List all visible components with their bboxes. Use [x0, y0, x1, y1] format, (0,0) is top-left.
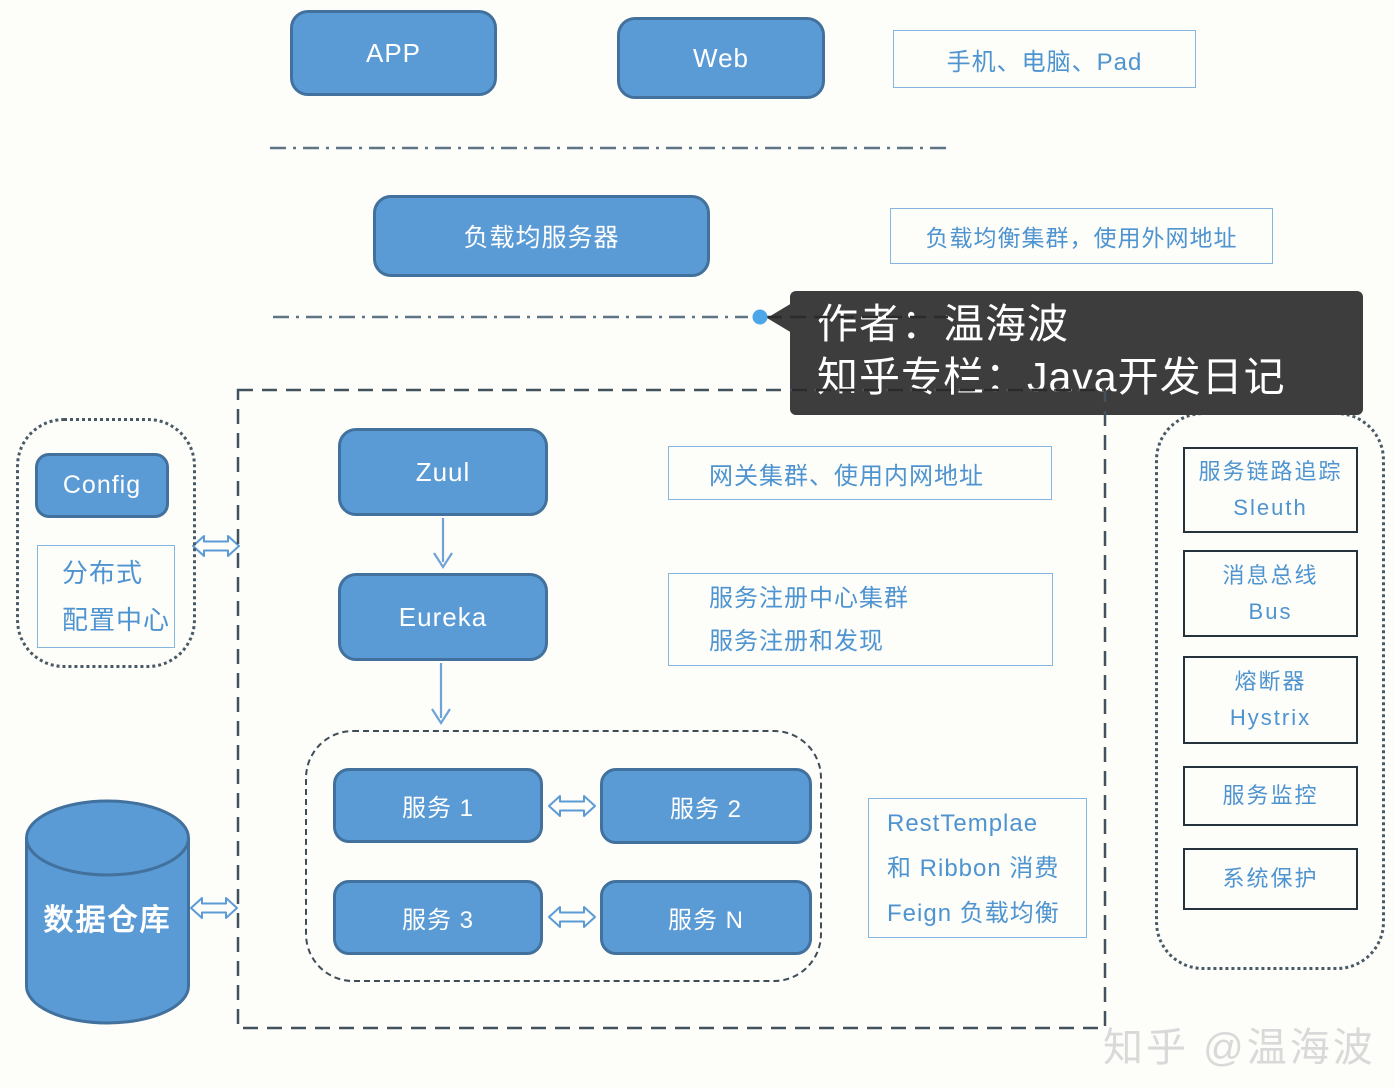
sleuth-box-line2: Sleuth [1233, 495, 1308, 520]
consume-note: RestTemplae 和 Ribbon 消费 Feign 负载均衡 [868, 798, 1087, 938]
service3-box: 服务 3 [333, 880, 543, 955]
eureka-box-label: Eureka [398, 601, 488, 632]
load-balancer-label: 负载均服务器 [463, 224, 620, 252]
config-note: 分布式 配置中心 [37, 545, 175, 648]
system-protect-box: 系统保护 [1183, 848, 1358, 910]
service-monitor-box: 服务监控 [1183, 766, 1358, 826]
arrow-eureka-to-services [431, 663, 451, 726]
bus-box-line1: 消息总线 [1222, 562, 1319, 588]
tooltip-pointer [767, 303, 792, 333]
zuul-box-label: Zuul [415, 456, 471, 487]
author-tooltip-line2: 知乎专栏：Java开发日记 [817, 354, 1286, 400]
zuul-box: Zuul [338, 428, 548, 516]
load-balancer-note-text: 负载均衡集群，使用外网地址 [925, 225, 1238, 251]
hystrix-box-line2: Hystrix [1229, 705, 1312, 730]
registry-note: 服务注册中心集群 服务注册和发现 [668, 573, 1053, 666]
system-protect-label: 系统保护 [1222, 866, 1319, 891]
bus-box-line2: Bus [1248, 598, 1293, 624]
sleuth-box: 服务链路追踪 Sleuth [1183, 447, 1358, 533]
gateway-note: 网关集群、使用内网地址 [668, 446, 1052, 500]
arrow-warehouse-main [190, 897, 238, 919]
consume-note-line2: 和 Ribbon 消费 [887, 854, 1060, 882]
author-tooltip-line1: 作者：温海波 [817, 301, 1069, 347]
app-box-label: APP [365, 37, 422, 68]
service1-box: 服务 1 [333, 768, 543, 843]
warehouse-label: 数据仓库 [43, 904, 172, 937]
serviceN-label: 服务 N [668, 907, 744, 934]
devices-note: 手机、电脑、Pad [893, 30, 1196, 88]
config-note-line1: 分布式 [62, 557, 144, 588]
author-tooltip: 作者：温海波 知乎专栏：Java开发日记 [790, 291, 1363, 415]
web-box-label: Web [693, 42, 749, 73]
arrow-zuul-to-eureka [433, 518, 453, 570]
registry-note-line1: 服务注册中心集群 [709, 584, 909, 612]
sleuth-box-line1: 服务链路追踪 [1198, 459, 1343, 484]
service2-label: 服务 2 [669, 795, 742, 823]
arrow-config-main [192, 535, 240, 557]
gateway-note-text: 网关集群、使用内网地址 [709, 462, 984, 490]
web-box: Web [617, 17, 825, 99]
config-box: Config [35, 453, 169, 518]
hystrix-box: 熔断器 Hystrix [1183, 656, 1358, 744]
zhihu-watermark: 知乎 @温海波 [1103, 1026, 1376, 1070]
bus-box: 消息总线 Bus [1183, 550, 1358, 637]
config-note-line2: 配置中心 [62, 604, 171, 635]
serviceN-box: 服务 N [600, 880, 812, 955]
config-box-label: Config [62, 471, 142, 499]
service2-box: 服务 2 [600, 768, 812, 844]
config-group-outline [16, 418, 196, 668]
registry-note-line2: 服务注册和发现 [709, 627, 884, 655]
app-box: APP [290, 10, 497, 96]
service-monitor-label: 服务监控 [1222, 783, 1319, 808]
hystrix-box-line1: 熔断器 [1234, 669, 1307, 694]
consume-note-line3: Feign 负载均衡 [887, 899, 1060, 927]
load-balancer-box: 负载均服务器 [373, 195, 710, 277]
connection-dot [752, 309, 768, 325]
service3-label: 服务 3 [401, 907, 474, 934]
eureka-box: Eureka [338, 573, 548, 661]
consume-note-line1: RestTemplae [887, 809, 1039, 837]
load-balancer-note: 负载均衡集群，使用外网地址 [890, 208, 1273, 264]
service1-label: 服务 1 [401, 795, 474, 822]
devices-note-text: 手机、电脑、Pad [946, 48, 1143, 76]
